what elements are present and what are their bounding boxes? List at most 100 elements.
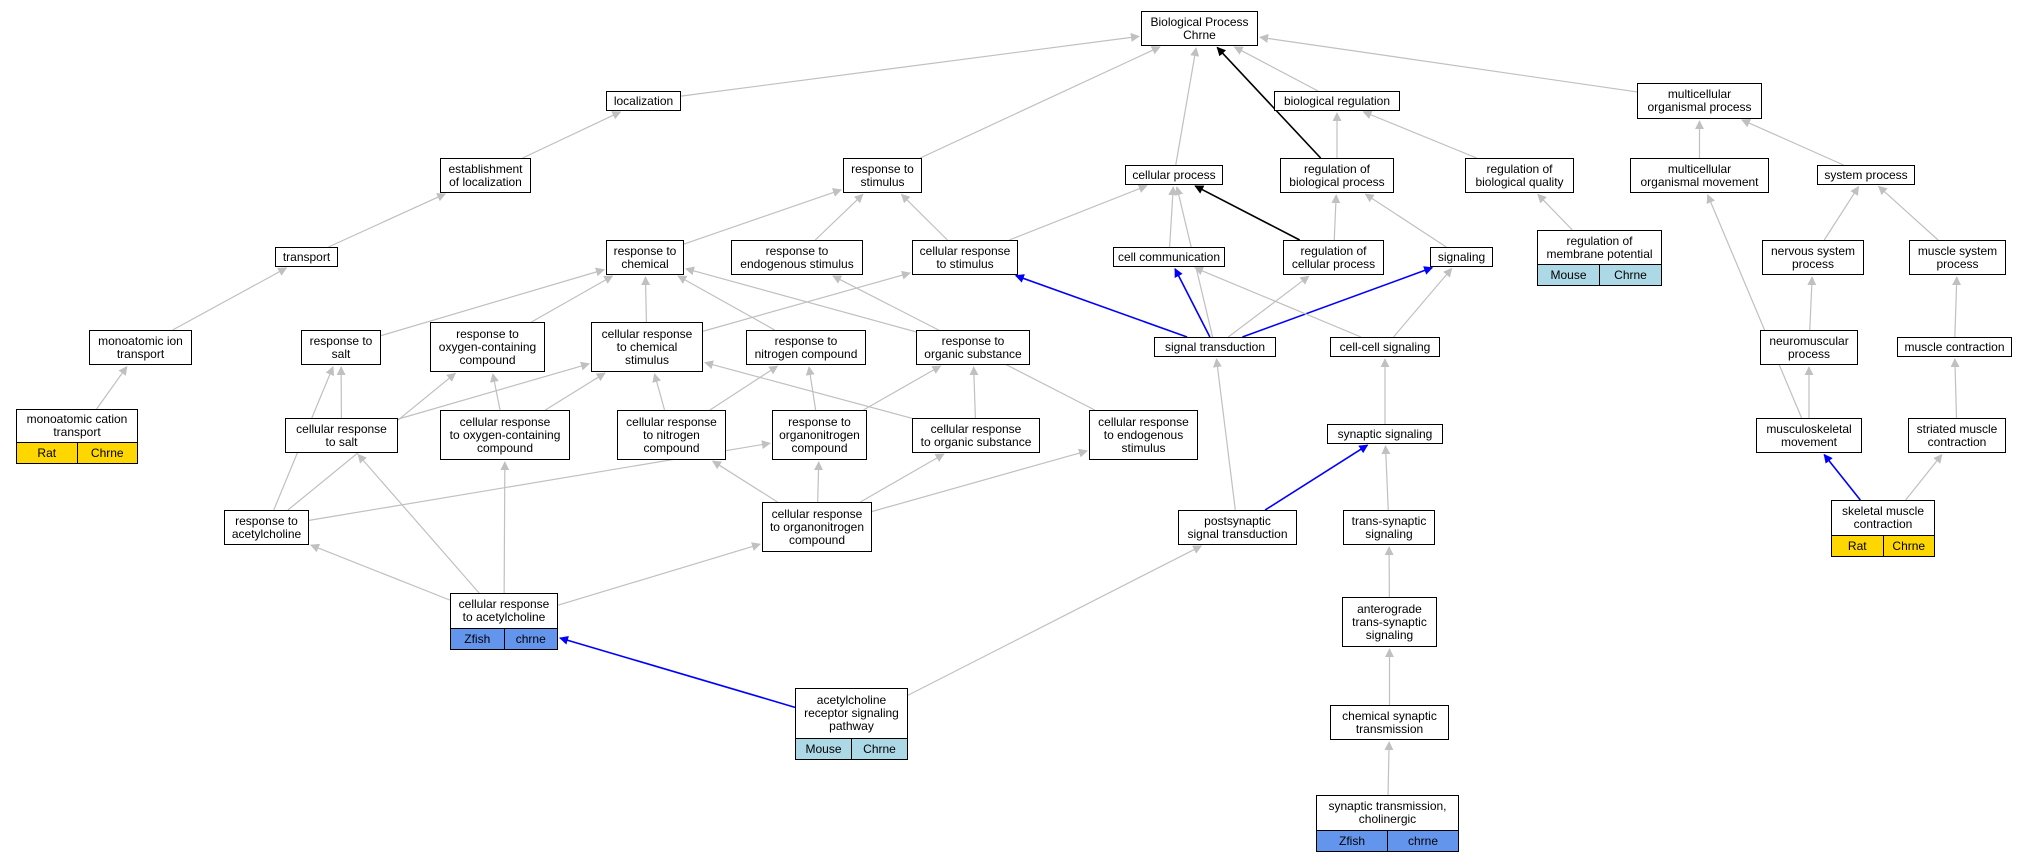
node-response-to-chemical: response to chemical (606, 240, 684, 275)
edge-transport-to-establishment-of-localization (328, 193, 447, 248)
edge-regulation-of-biological-process-to-root (1216, 46, 1322, 159)
tag-cell: Chrne (1882, 536, 1934, 556)
node-label: biological regulation (1283, 93, 1391, 108)
tag-cell: Chrne (851, 739, 907, 759)
edge-establishment-of-localization-to-localization (522, 111, 622, 159)
node-label: signaling (1437, 249, 1486, 264)
edge-cellular-response-to-chemical-stimulus-to-cellular-response-to-stimulus (702, 270, 911, 332)
node-cell-cell-signaling: cell-cell signaling (1330, 337, 1440, 357)
node-label: signal transduction (1164, 339, 1266, 354)
edge-response-to-salt-to-response-to-chemical (380, 267, 605, 337)
node-label: localization (613, 93, 674, 108)
tag-cell: Mouse (796, 739, 851, 759)
edge-cellular-response-to-oxygen-containing-compound-to-response-to-oxygen-containing-compound (490, 373, 501, 411)
edge-response-to-organonitrogen-compound-to-response-to-nitrogen-compound (805, 366, 817, 411)
node-establishment-of-localization: establishment of localization (440, 158, 531, 193)
edge-cellular-response-to-acetylcholine-to-cellular-response-to-oxygen-containing-compound (500, 461, 510, 594)
node-label: cellular response to endogenous stimulus (1098, 414, 1189, 455)
edge-trans-synaptic-signaling-to-synaptic-signaling (1381, 445, 1391, 511)
edge-postsynaptic-signal-transduction-to-synaptic-signaling (1264, 444, 1369, 511)
edge-cellular-response-to-organonitrogen-compound-to-cellular-response-to-nitrogen-compound (711, 460, 778, 503)
node-label: multicellular organismal process (1647, 87, 1752, 114)
node-regulation-of-cellular-process: regulation of cellular process (1283, 240, 1384, 275)
edge-acetylcholine-receptor-signaling-pathway-to-cellular-response-to-acetylcholine (559, 635, 796, 709)
node-transport: transport (275, 247, 338, 267)
node-response-to-organic-substance: response to organic substance (916, 330, 1030, 365)
node-signaling: signaling (1430, 247, 1493, 267)
edge-cell-cell-signaling-to-signaling (1393, 267, 1453, 338)
node-neuromuscular-process: neuromuscular process (1760, 330, 1858, 365)
tag-cell: Rat (17, 443, 77, 463)
tag-cell: chrne (1387, 831, 1458, 851)
tag-cell: Rat (1832, 536, 1883, 556)
edge-response-to-stimulus-to-root (919, 46, 1161, 159)
edge-signaling-to-regulation-of-biological-process (1364, 193, 1447, 248)
node-response-to-stimulus: response to stimulus (843, 158, 922, 193)
node-label: cellular response to stimulus (919, 243, 1011, 271)
edge-muscle-contraction-to-muscle-system-process (1952, 276, 1962, 338)
node-label: regulation of biological quality (1475, 161, 1564, 189)
tag-cell: Mouse (1538, 265, 1599, 285)
node-response-to-organonitrogen-compound: response to organonitrogen compound (772, 410, 867, 460)
edge-cellular-response-to-acetylcholine-to-response-to-acetylcholine (310, 543, 451, 601)
edge-localization-to-root (680, 32, 1140, 97)
edge-response-to-chemical-to-response-to-stimulus (683, 188, 842, 245)
node-label: cellular process (1132, 167, 1216, 182)
node-label: striated muscle contraction (1916, 421, 1998, 449)
node-label: cellular response to chemical stimulus (601, 326, 693, 367)
node-label: regulation of biological process (1289, 161, 1385, 189)
edge-cellular-response-to-nitrogen-compound-to-response-to-nitrogen-compound (709, 365, 779, 411)
node-label: cellular response to acetylcholine (458, 597, 550, 624)
node-response-to-nitrogen-compound: response to nitrogen compound (746, 330, 866, 365)
edge-signal-transduction-to-regulation-of-cellular-process (1227, 275, 1310, 338)
node-cellular-response-to-organonitrogen-compound: cellular response to organonitrogen comp… (762, 502, 872, 552)
node-label: monoatomic ion transport (98, 333, 183, 361)
node-label: musculoskeletal movement (1766, 421, 1852, 449)
edge-nervous-system-process-to-system-process (1823, 185, 1859, 241)
node-biological-regulation: biological regulation (1274, 91, 1400, 111)
node-label: cell-cell signaling (1339, 339, 1431, 354)
node-label: response to organic substance (924, 333, 1022, 361)
node-response-to-acetylcholine: response to acetylcholine (224, 510, 309, 545)
node-label: trans-synaptic signaling (1351, 513, 1427, 541)
node-synaptic-signaling: synaptic signaling (1327, 424, 1443, 444)
node-label: muscle system process (1917, 243, 1998, 271)
node-localization: localization (606, 91, 681, 111)
node-label: response to stimulus (851, 161, 914, 189)
node-cellular-response-to-salt: cellular response to salt (285, 418, 398, 453)
tag-cell: Chrne (1599, 265, 1661, 285)
edge-cellular-response-to-stimulus-to-cellular-process (1009, 184, 1148, 241)
edge-acetylcholine-receptor-signaling-pathway-to-postsynaptic-signal-transduction (907, 545, 1203, 696)
node-system-process: system process (1817, 165, 1915, 185)
node-root: Biological Process Chrne (1141, 11, 1258, 46)
edge-regulation-of-membrane-potential-to-regulation-of-biological-quality (1537, 193, 1573, 231)
edge-regulation-of-cellular-process-to-regulation-of-biological-process (1331, 194, 1341, 241)
node-label: neuromuscular process (1769, 333, 1849, 361)
edge-cellular-response-to-organic-substance-to-response-to-organic-substance (969, 366, 979, 419)
edge-response-to-organonitrogen-compound-to-response-to-organic-substance (863, 365, 942, 411)
node-response-to-oxygen-containing-compound: response to oxygen-containing compound (430, 322, 545, 372)
edge-multicellular-organismal-process-to-root (1259, 33, 1638, 93)
node-monoatomic-ion-transport: monoatomic ion transport (89, 330, 192, 365)
edge-cell-cell-signaling-to-cell-communication (1194, 266, 1362, 338)
node-label: cellular response to oxygen-containing c… (449, 414, 561, 455)
edge-musculoskeletal-movement-to-multicellular-organismal-movement (1706, 194, 1803, 419)
node-label: skeletal muscle contraction (1841, 504, 1925, 531)
edge-cellular-response-to-stimulus-to-response-to-stimulus (900, 193, 948, 241)
node-striated-muscle-contraction: striated muscle contraction (1908, 418, 2006, 453)
edge-synaptic-transmission-cholinergic-to-chemical-synaptic-transmission (1384, 741, 1394, 796)
node-muscle-contraction: muscle contraction (1897, 337, 2012, 357)
node-regulation-of-biological-process: regulation of biological process (1280, 158, 1394, 193)
node-cellular-process: cellular process (1125, 165, 1223, 185)
node-label: anterograde trans-synaptic signaling (1352, 601, 1427, 642)
edge-response-to-organic-substance-to-response-to-chemical (685, 266, 917, 333)
edge-cellular-response-to-nitrogen-compound-to-cellular-response-to-chemical-stimulus (652, 373, 666, 411)
node-label: multicellular organismal movement (1640, 161, 1759, 189)
node-postsynaptic-signal-transduction: postsynaptic signal transduction (1178, 510, 1297, 545)
